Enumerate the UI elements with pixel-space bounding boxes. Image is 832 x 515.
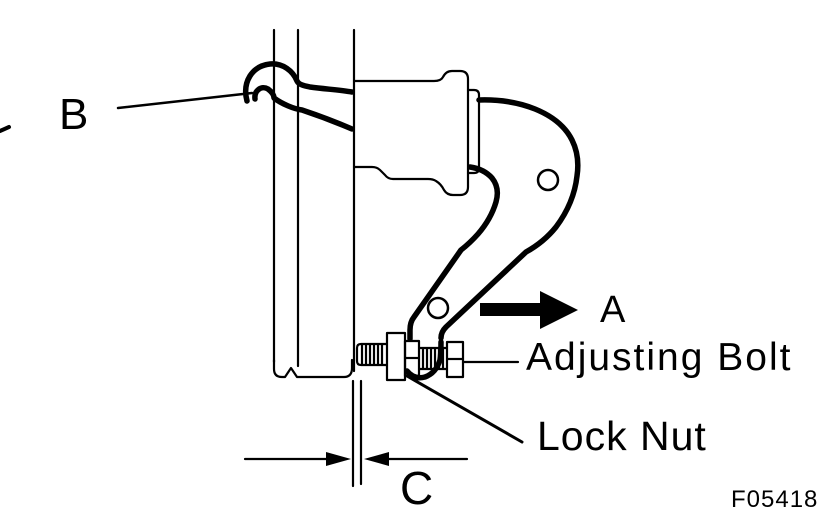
dimension-c-lines: [243, 452, 469, 466]
b-leader-line: [116, 91, 254, 110]
direction-arrow-a: [480, 291, 578, 329]
label-a: A: [600, 289, 626, 331]
tensioner-body-step: [466, 88, 481, 175]
lock-nut-drawing: [385, 331, 407, 382]
lock-nut-leader-line: [405, 374, 524, 444]
pulley-bottom: [272, 358, 354, 379]
label-lock-nut: Lock Nut: [537, 413, 707, 459]
arm-inner-edge: [407, 164, 501, 342]
label-c: C: [400, 462, 434, 514]
pulley-lines: [272, 28, 356, 379]
stray-mark: [0, 125, 11, 133]
bolt-thread-right: [419, 346, 447, 371]
hook-wire-b: [0, 61, 355, 133]
figure-number: F05418: [731, 486, 819, 513]
arm-outer-edge: [438, 97, 581, 341]
dimension-arrow-left: [326, 452, 351, 466]
adjusting-bolt-drawing: [355, 331, 465, 382]
label-b: B: [59, 90, 89, 139]
bolt-thread-left: [355, 342, 387, 367]
tensioner-body: [352, 69, 481, 197]
label-adjusting-bolt: Adjusting Bolt: [526, 336, 793, 379]
arm-hole-lower: [426, 296, 450, 320]
arm-hole-upper: [536, 168, 560, 192]
dimension-arrow-right: [364, 452, 389, 466]
belt-gap-lines: [351, 379, 363, 488]
